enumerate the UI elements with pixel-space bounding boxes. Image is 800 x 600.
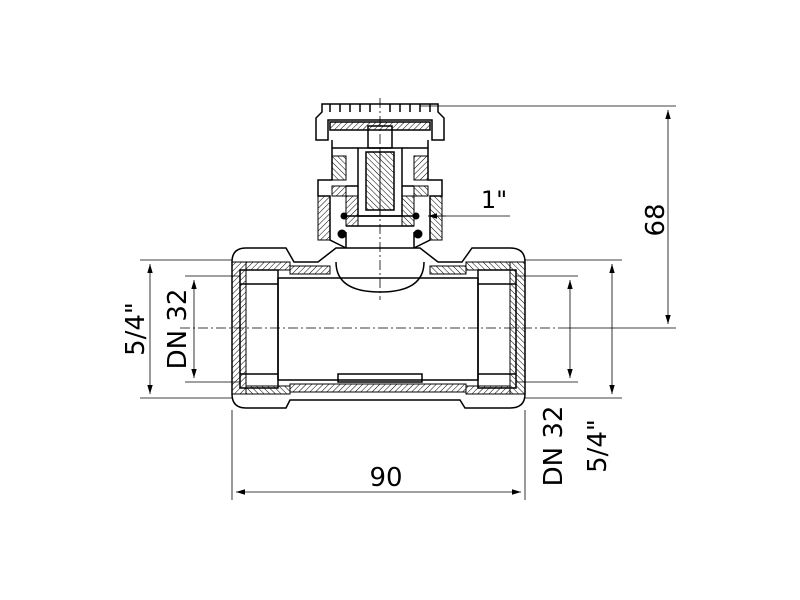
width-dimension-label: 90: [369, 463, 402, 493]
left-dn-dimension-label: DN 32: [163, 289, 193, 370]
bonnet-sections: [317, 155, 443, 241]
body-sections: [231, 261, 526, 395]
dimension-lines: [140, 105, 676, 500]
right-thread-dimension-label: 5/4": [583, 419, 613, 473]
height-dimension-label: 68: [641, 203, 671, 236]
vent-thread-label: 1": [481, 186, 507, 214]
left-thread-dimension-label: 5/4": [121, 302, 151, 356]
right-dn-dimension-label: DN 32: [539, 406, 569, 487]
